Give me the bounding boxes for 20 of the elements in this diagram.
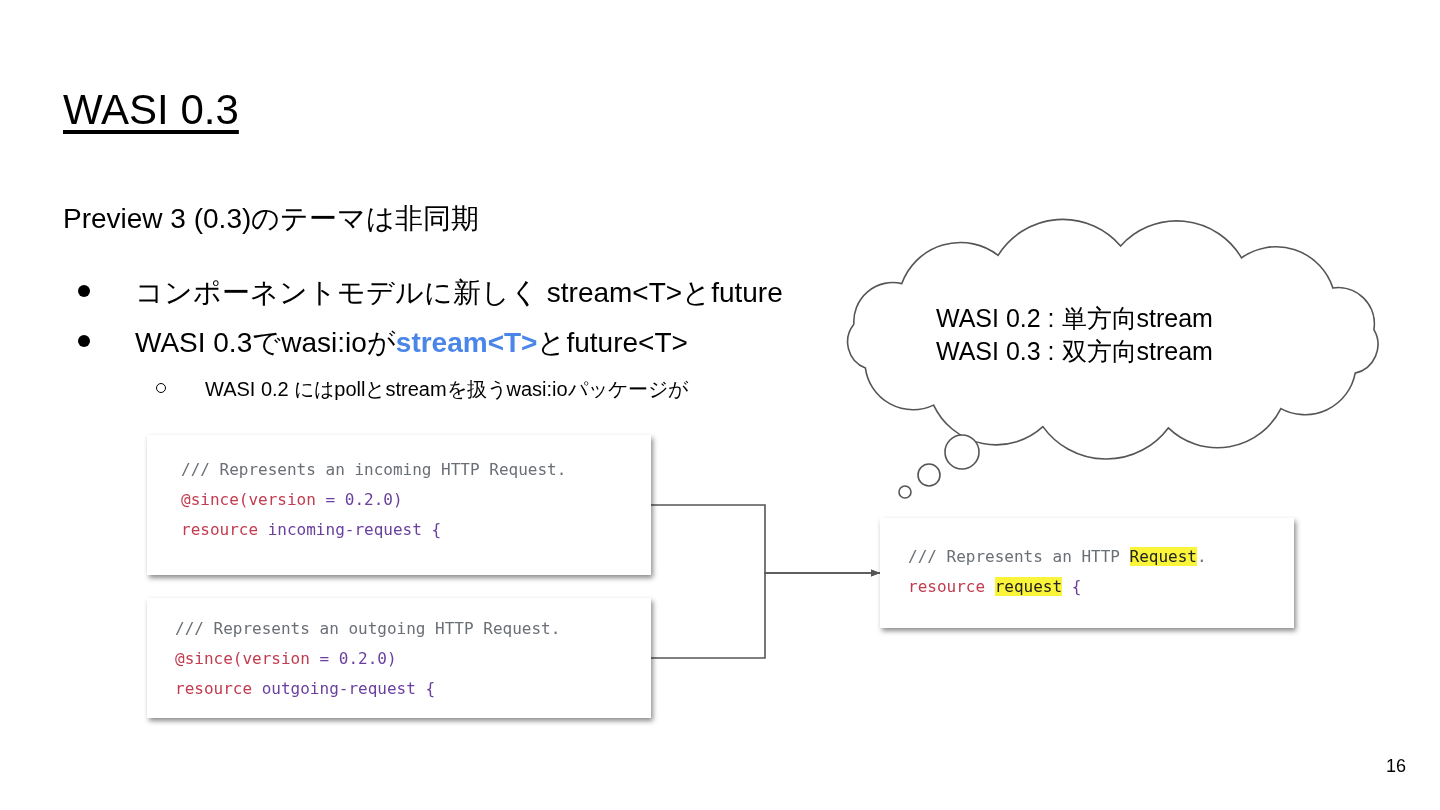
code-line: @since(version = 0.2.0) [181, 489, 403, 511]
page-number: 16 [1386, 756, 1407, 777]
code-comment: /// Represents an HTTP Request. [908, 546, 1207, 568]
code-line: @since(version = 0.2.0) [175, 648, 397, 670]
slide-title: WASI 0.3 [63, 86, 239, 134]
bullet-text: WASI 0.3でwasi:ioがstream<T>とfuture<T> [135, 326, 688, 360]
code-line: resource incoming-request { [181, 519, 442, 541]
code-comment: /// Represents an incoming HTTP Request. [181, 459, 567, 481]
connector-arrow [650, 569, 881, 659]
code-snippet-box [147, 598, 651, 718]
code-snippet-box [147, 435, 651, 575]
cloud-text: WASI 0.3 : 双方向stream [936, 336, 1213, 367]
bullet-text: コンポーネントモデルに新しく stream<T>とfuture [135, 276, 783, 310]
cloud-text: WASI 0.2 : 単方向stream [936, 303, 1213, 334]
bullet-text: WASI 0.2 にはpollとstreamを扱うwasi:ioパッケージが [205, 377, 688, 402]
code-snippet-box [880, 518, 1294, 628]
subtitle: Preview 3 (0.3)のテーマは非同期 [63, 202, 480, 236]
code-line: resource outgoing-request { [175, 678, 436, 700]
code-line: resource request { [908, 576, 1082, 598]
code-comment: /// Represents an outgoing HTTP Request. [175, 618, 561, 640]
